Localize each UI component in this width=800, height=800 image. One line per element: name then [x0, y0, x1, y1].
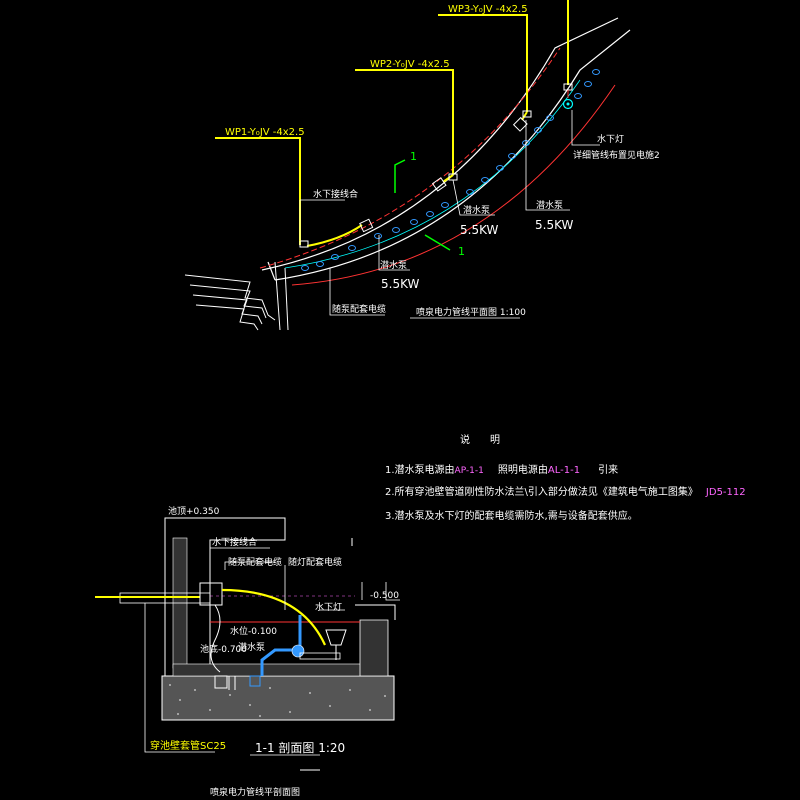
underwater-lamp-icon — [562, 98, 574, 110]
base-slab — [161, 675, 395, 721]
pond-red-boundary — [259, 47, 561, 269]
right-level-label: -0.500 — [370, 591, 399, 601]
pump-body — [291, 644, 305, 658]
section-mark-label-bottom: 1 — [458, 245, 465, 258]
pump-base — [299, 652, 341, 660]
feeder-label-wp3: WP3-Y₀JV -4x2.5 — [448, 4, 528, 15]
section-view: 池顶+0.350 水下接线合 随泵配套电缆 随灯配套电缆 水下灯 水位-0.10… — [95, 505, 400, 798]
top-level-label: 池顶+0.350 — [168, 505, 220, 517]
pump-cable-curve — [210, 604, 221, 673]
section-mark-label-top: 1 — [410, 150, 417, 163]
section-title: 1-1 剖面图 1:20 — [255, 741, 345, 755]
junction-boxes — [299, 83, 573, 248]
pump-label-1: 潜水泵 — [380, 259, 407, 271]
section-mark-bottom — [424, 234, 451, 251]
pump-power-2: 5.5KW — [460, 223, 499, 237]
section-pump-label: 潜水泵 — [238, 641, 265, 653]
section-lamp-label: 水下灯 — [315, 601, 342, 613]
junction-label: 水下接线合 — [313, 188, 358, 200]
sleeve-label: 穿池壁套管SC25 — [150, 739, 226, 752]
right-coping — [361, 582, 400, 601]
pond-inner-red — [291, 84, 616, 286]
section-leaders — [144, 547, 345, 756]
base-speckle — [169, 684, 386, 717]
section-junction-label: 水下接线合 — [212, 536, 257, 548]
pump-power-1: 5.5KW — [381, 277, 420, 291]
pump-power-3: 5.5KW — [535, 218, 574, 232]
notes-heading: 说 明 — [460, 433, 500, 446]
bottom-level-label: 池底-0.700 — [200, 643, 247, 655]
pool-bottom — [172, 663, 386, 677]
pump-symbols — [359, 116, 528, 233]
lamp-cable-arc — [221, 588, 327, 646]
section-bottom-title: 喷泉电力管线平剖面图 — [210, 786, 300, 798]
plan-title: 喷泉电力管线平面图 1:100 — [416, 306, 526, 318]
lamp-label: 水下灯 — [597, 133, 624, 145]
nozzle-row — [301, 69, 600, 271]
leader-lines — [299, 110, 600, 319]
note-2: 2.所有穿池壁管道刚性防水法兰\引入部分做法见《建筑电气施工图集》JD5-112 — [385, 485, 746, 498]
water-level-label: 水位-0.100 — [230, 625, 277, 637]
pump-cable-label: 随泵配套电缆 — [228, 556, 282, 568]
feeder-label-wp2: WP2-Y₀JV -4x2.5 — [370, 59, 450, 70]
pond-outer-wall — [261, 17, 631, 281]
left-wall — [164, 517, 286, 677]
feeder-label-wp1: WP1-Y₀JV -4x2.5 — [225, 127, 305, 138]
lamp-note: 详细管线布置见电施2 — [573, 149, 660, 161]
pump-assembly — [260, 615, 302, 676]
pump-label-3: 潜水泵 — [536, 199, 563, 211]
lamp-cable-label: 随灯配套电缆 — [288, 556, 342, 568]
cable-label: 随泵配套电缆 — [332, 303, 386, 315]
plan-view: WP1-Y₀JV -4x2.5 WP2-Y₀JV -4x2.5 WP3-Y₀JV… — [184, 0, 660, 331]
section-mark-top — [394, 159, 406, 193]
section-junction-box — [199, 582, 223, 606]
right-wall — [359, 619, 389, 677]
note-3: 3.潜水泵及水下灯的配套电缆需防水,需与设备配套供应。 — [385, 509, 638, 522]
section-lamp — [325, 629, 347, 646]
pump-label-2: 潜水泵 — [463, 204, 490, 216]
